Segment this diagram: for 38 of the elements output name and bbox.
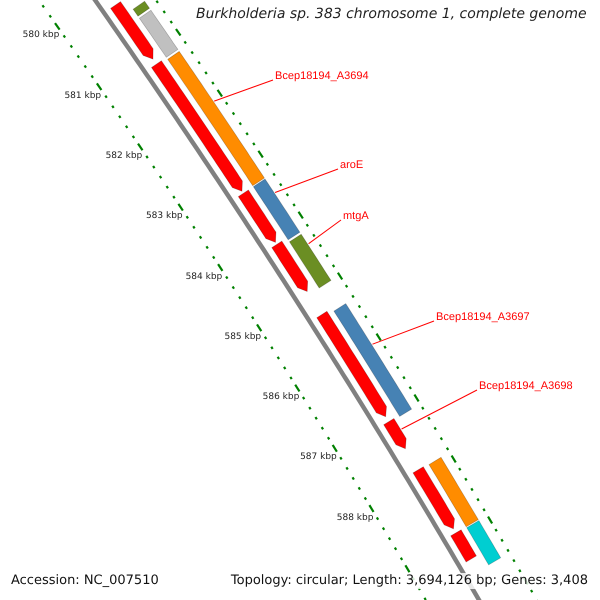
gene-label: Bcep18194_A3697: [436, 311, 530, 324]
gene-label: Bcep18194_A3698: [479, 380, 573, 394]
gene-segment: [138, 10, 178, 58]
leader-line: [214, 80, 274, 102]
gene-segment: [238, 190, 276, 243]
accession-text: Accession: NC_007510: [9, 573, 161, 589]
gene-segment: [252, 178, 300, 240]
diagram-title: Burkholderia sp. 383 chromosome 1, complete genome: [195, 6, 588, 23]
genome-info-text: Topology: circular; Length: 3,694,126 bp; Genes: 3,408: [228, 573, 590, 589]
gene-segment: [428, 456, 479, 528]
gene-label: aroE: [340, 159, 364, 172]
gene-segment: [110, 1, 154, 60]
gene-label: Bcep18194_A3694: [275, 70, 369, 84]
scale-label: 585 kbp: [224, 332, 262, 343]
gene-segment: [167, 50, 265, 186]
scale-label: 582 kbp: [106, 150, 142, 162]
scale-label: 586 kbp: [262, 392, 300, 403]
leader-line: [274, 168, 338, 193]
gene-label: mtgA: [343, 210, 369, 224]
scale-label: 584 kbp: [186, 272, 222, 282]
scale-label: 581 kbp: [64, 90, 102, 102]
leader-line: [372, 320, 434, 345]
gene-segment: [132, 0, 150, 17]
gene-segment: [151, 60, 243, 192]
gene-segment: [383, 418, 407, 450]
gene-segment: [450, 529, 477, 562]
gene-segment: [333, 303, 412, 417]
gene-segment: [271, 240, 308, 292]
scale-label: 583 kbp: [146, 211, 183, 222]
gene-segment: [412, 466, 455, 530]
gene-segment: [316, 310, 387, 418]
scale-label: 587 kbp: [300, 452, 337, 464]
gene-segment: [289, 234, 332, 288]
leader-line: [308, 220, 342, 244]
scale-label: 580 kbp: [22, 30, 60, 42]
scale-label: 588 kbp: [336, 512, 374, 524]
gene-segment: [466, 520, 502, 566]
leader-line: [401, 390, 478, 430]
